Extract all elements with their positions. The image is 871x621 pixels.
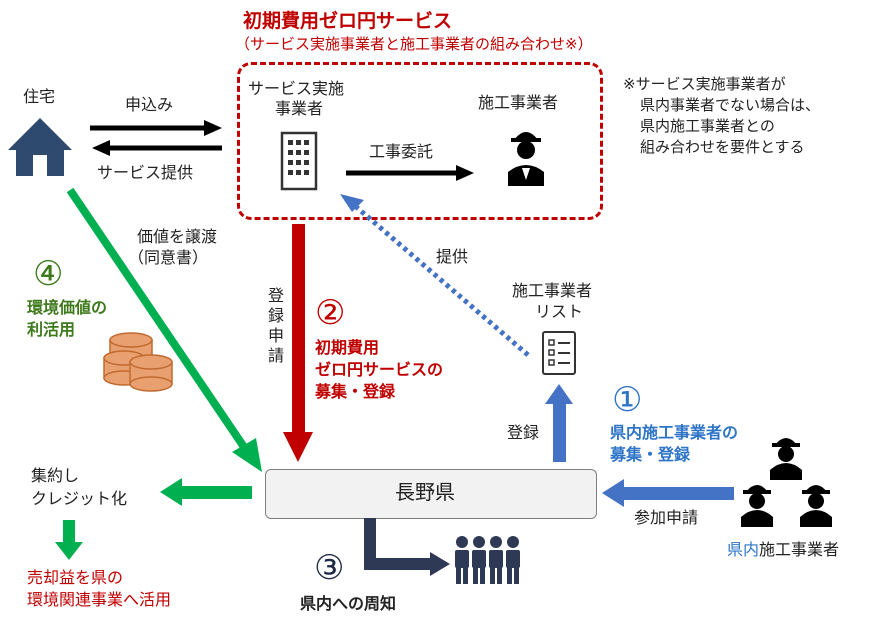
workers-group-icon [741, 438, 832, 527]
prefecture-label: 長野県 [395, 480, 455, 504]
transfer-arrow [66, 187, 262, 472]
provide-arrow [340, 194, 530, 357]
register-apply-char-2: 録 [268, 306, 285, 325]
service-label: サービス提供 [97, 163, 194, 182]
apply-label: 申込み [125, 95, 174, 114]
contractor-label: 施工事業者 [478, 93, 559, 112]
contractor-list-label-1: 施工事業者 [512, 281, 593, 300]
credit-label-2: クレジット化 [31, 489, 128, 508]
proceeds-label-1: 売却益を県の [27, 568, 124, 587]
service-provider-label-1: サービス実施 [248, 79, 345, 98]
step4-line-2: 利活用 [27, 320, 76, 339]
step1-line-2: 募集・登録 [610, 445, 691, 464]
prefecture-box [265, 469, 597, 519]
local-contractors-label-black: 施工事業者 [759, 540, 840, 559]
worker-icon [508, 132, 544, 186]
step2-line-3: 募集・登録 [315, 382, 396, 401]
title: 初期費用ゼロ円サービス [243, 10, 453, 32]
step3-line-1: 県内への周知 [300, 594, 397, 613]
note-line-2: 県内事業者でない場合は、 [640, 96, 821, 114]
register-apply-char-1: 登 [268, 286, 285, 305]
step4-number: ④ [33, 254, 64, 294]
notify-arrow [364, 518, 450, 576]
local-contractors-label: 県内施工事業者 [727, 540, 839, 560]
credit-arrow [160, 478, 252, 506]
step3-number: ③ [314, 548, 345, 588]
transfer-label-2: （同意書） [128, 248, 209, 267]
step4-line-1: 環境価値の [27, 298, 108, 317]
service-group-box [237, 62, 603, 220]
contractor-list-label-2: リスト [535, 302, 584, 321]
note-line-3: 県内施工事業者との [640, 117, 775, 135]
register-label: 登録 [507, 423, 540, 442]
step2-line-2: ゼロ円サービスの [315, 360, 444, 379]
register-apply-arrow [283, 224, 313, 462]
step1-line-1: 県内施工事業者の [610, 423, 739, 442]
register-arrow [545, 384, 573, 462]
house-label: 住宅 [23, 87, 56, 106]
note-line-4: 組み合わせを要件とする [640, 138, 805, 156]
join-apply-arrow [602, 479, 734, 507]
service-arrow [92, 140, 222, 156]
step1-number: ① [612, 380, 643, 420]
local-contractors-label-blue: 県内 [727, 540, 760, 559]
credit-label-1: 集約し [31, 466, 80, 485]
commission-arrow [346, 165, 474, 181]
register-apply-label: 登 録 申 請 [268, 286, 284, 366]
join-apply-label: 参加申請 [634, 508, 699, 527]
proceeds-label-2: 環境関連事業へ活用 [27, 590, 172, 609]
commission-label: 工事委託 [369, 142, 434, 161]
register-apply-char-4: 請 [268, 346, 285, 365]
apply-arrow [90, 120, 222, 136]
provide-label: 提供 [436, 247, 469, 266]
step2-number: ② [315, 293, 346, 333]
people-icon [455, 536, 520, 584]
service-provider-label-2: 事業者 [275, 99, 324, 118]
step2-line-1: 初期費用 [315, 338, 380, 357]
transfer-label-1: 価値を譲渡 [137, 227, 218, 246]
proceeds-arrow [55, 520, 83, 560]
building-icon [280, 131, 318, 191]
checklist-icon [542, 331, 576, 375]
note-line-1: ※サービス実施事業者が [623, 75, 786, 93]
subtitle: （サービス実施事業者と施工事業者の組み合わせ※） [235, 35, 593, 53]
coins-icon [103, 332, 173, 392]
house-icon [8, 118, 72, 176]
register-apply-char-3: 申 [268, 326, 285, 345]
